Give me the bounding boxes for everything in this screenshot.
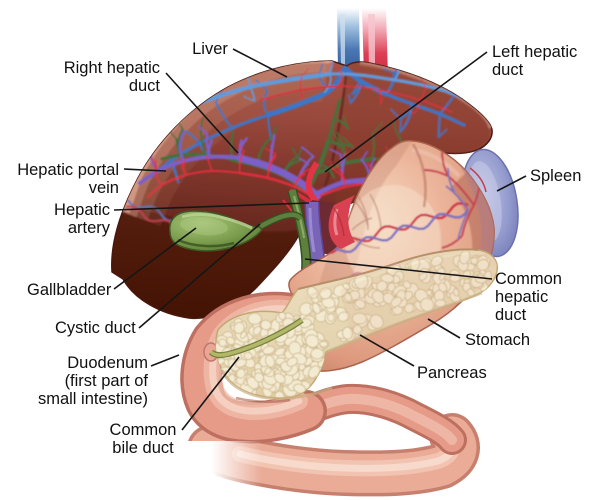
svg-text:Spleen: Spleen (530, 167, 581, 185)
svg-text:Stomach: Stomach (465, 331, 530, 349)
svg-text:duct: duct (129, 77, 161, 95)
svg-text:Duodenum: Duodenum (67, 354, 148, 372)
svg-text:hepatic: hepatic (495, 288, 548, 306)
svg-text:Pancreas: Pancreas (417, 364, 487, 382)
svg-text:Left hepatic: Left hepatic (492, 43, 577, 61)
svg-text:artery: artery (68, 219, 111, 237)
svg-text:Common: Common (110, 421, 177, 439)
svg-text:Liver: Liver (192, 40, 228, 58)
svg-text:Right hepatic: Right hepatic (64, 59, 160, 77)
svg-text:(first part of: (first part of (65, 372, 149, 390)
svg-text:Hepatic: Hepatic (54, 201, 110, 219)
svg-text:Cystic duct: Cystic duct (55, 319, 136, 337)
svg-text:Common: Common (495, 270, 562, 288)
svg-text:duct: duct (492, 61, 524, 79)
svg-text:small intestine): small intestine) (38, 390, 148, 408)
svg-text:Hepatic portal: Hepatic portal (17, 161, 119, 179)
svg-text:vein: vein (89, 179, 119, 197)
svg-text:bile duct: bile duct (112, 439, 174, 457)
svg-text:Gallbladder: Gallbladder (27, 281, 112, 299)
svg-text:duct: duct (495, 306, 527, 324)
